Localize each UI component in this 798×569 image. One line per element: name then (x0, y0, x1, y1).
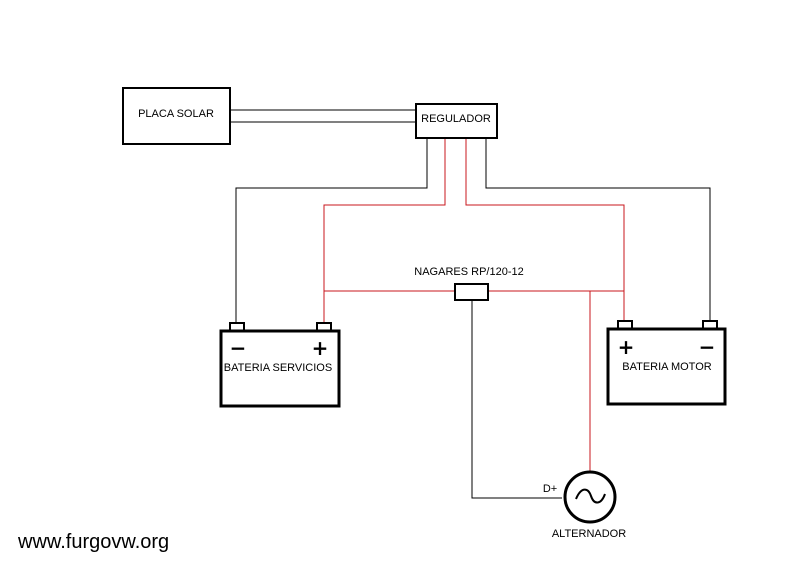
solar-to-regulator-wires (230, 109, 416, 123)
alternator: D+ ALTERNADOR (543, 470, 626, 540)
watermark: www.furgovw.org (17, 531, 169, 553)
minus-symbol: − (230, 336, 247, 360)
alternator-label: ALTERNADOR (552, 528, 626, 540)
motor-battery: + − BATERIA MOTOR (606, 320, 727, 406)
service-battery: − + BATERIA SERVICIOS (219, 322, 341, 408)
negative-wires (235, 138, 711, 499)
regulator: REGULADOR (415, 103, 498, 139)
motor-battery-label: BATERIA MOTOR (622, 361, 711, 373)
minus-symbol: − (699, 335, 716, 359)
alternator-terminal-label: D+ (543, 483, 557, 495)
relay: NAGARES RP/120-12 (414, 266, 524, 301)
plus-symbol: + (312, 336, 329, 360)
solar-panel: PLACA SOLAR (122, 87, 231, 145)
service-battery-label: BATERIA SERVICIOS (224, 362, 332, 374)
relay-label: NAGARES RP/120-12 (414, 266, 523, 278)
solar-panel-label: PLACA SOLAR (138, 108, 214, 120)
regulator-label: REGULADOR (421, 113, 491, 125)
positive-wires (323, 138, 625, 476)
sine-wave-icon (575, 488, 606, 504)
plus-symbol: + (618, 335, 635, 359)
